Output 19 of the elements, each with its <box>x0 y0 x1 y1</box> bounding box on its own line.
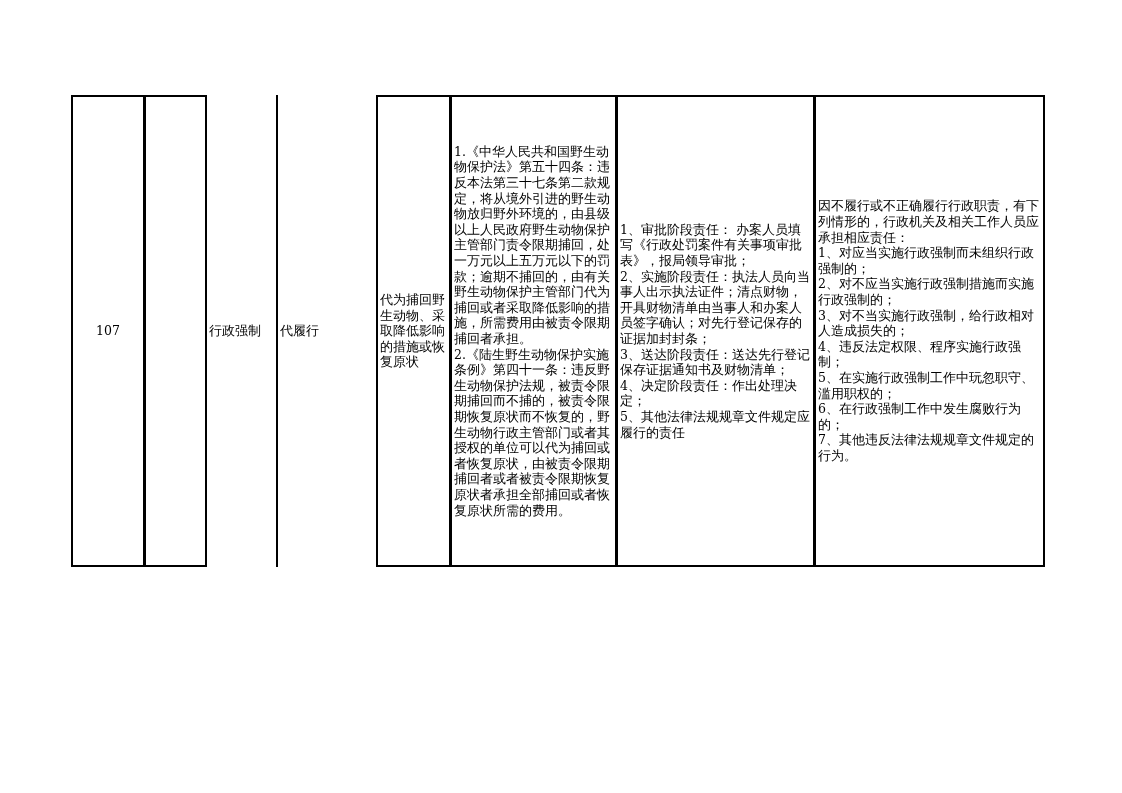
cell-text: 3、送达阶段责任：送达先行登记保存证据通知书及财物清单； <box>620 346 811 378</box>
cell-text: 代履行 <box>280 323 320 339</box>
cell-text: 5、在实施行政强制工作中玩忽职守、滥用职权的； <box>818 370 1035 402</box>
cell-text: 行政强制 <box>209 323 262 339</box>
cell-text: 2、实施阶段责任：执法人员向当事人出示执法证件；清点财物，开具财物清单由当事人和办案人员签字确认；对先行登记保存的证据加封封条； <box>620 268 811 347</box>
cell-text: 5、其他法律法规规章文件规定应履行的责任 <box>620 408 811 441</box>
cell-text: 1.《中华人民共和国野生动物保护法》第五十四条：违反本法第三十七条第二款规定，将从境外引进的野生动物放归野外环境的，由县级以上人民政府野生动物保护主管部门责令限期捕回，处一万元以上五万元以下的罚款；逾期不捕回的，由有关野生动物保护主管部门代为捕回或者采取降低影响的措施，所需费用由被责令限期捕回者承担。 <box>454 143 611 347</box>
cell-text: 6、在行政强制工作中发生腐败行为的； <box>818 401 1022 433</box>
cell-text: 107 <box>95 323 121 339</box>
cell-text: 4、违反法定权限、程序实施行政强制； <box>818 338 1022 370</box>
cell-text: 2.《陆生野生动物保护实施条例》第四十一条：违反野生动物保护法规，被责令限期捕回而不捕的，被责令限期恢复原状而不恢复的，野生动物行政主管部门或者其授权的单位可以代为捕回或者恢复原状，由被责令限期捕回者或者被责令限期恢复原状者承担全部捕回或者恢复原状所需的费用。 <box>454 346 611 519</box>
cell-text: 1、审批阶段责任： 办案人员填写《行政处罚案件有关事项审批表》，报局领导审批； <box>620 221 803 269</box>
cell-text: 7、其他违反法律法规规章文件规定的行为。 <box>818 432 1035 464</box>
cell-text: 2、对不应当实施行政强制措施而实施行政强制的； <box>818 276 1035 308</box>
cell-text: 4、决定阶段责任：作出处理决定； <box>620 377 798 409</box>
cell-text: 1、对应当实施行政强制而未组织行政强制的； <box>818 245 1035 277</box>
cell-text: 3、对不当实施行政强制，给行政相对人造成损失的； <box>818 307 1035 339</box>
cell-text: 因不履行或不正确履行行政职责，有下列情形的，行政机关及相关工作人员应承担相应责任： <box>818 198 1040 246</box>
cell-text: 代为捕回野生动物、采取降低影响的措施或恢复原状 <box>380 292 446 370</box>
